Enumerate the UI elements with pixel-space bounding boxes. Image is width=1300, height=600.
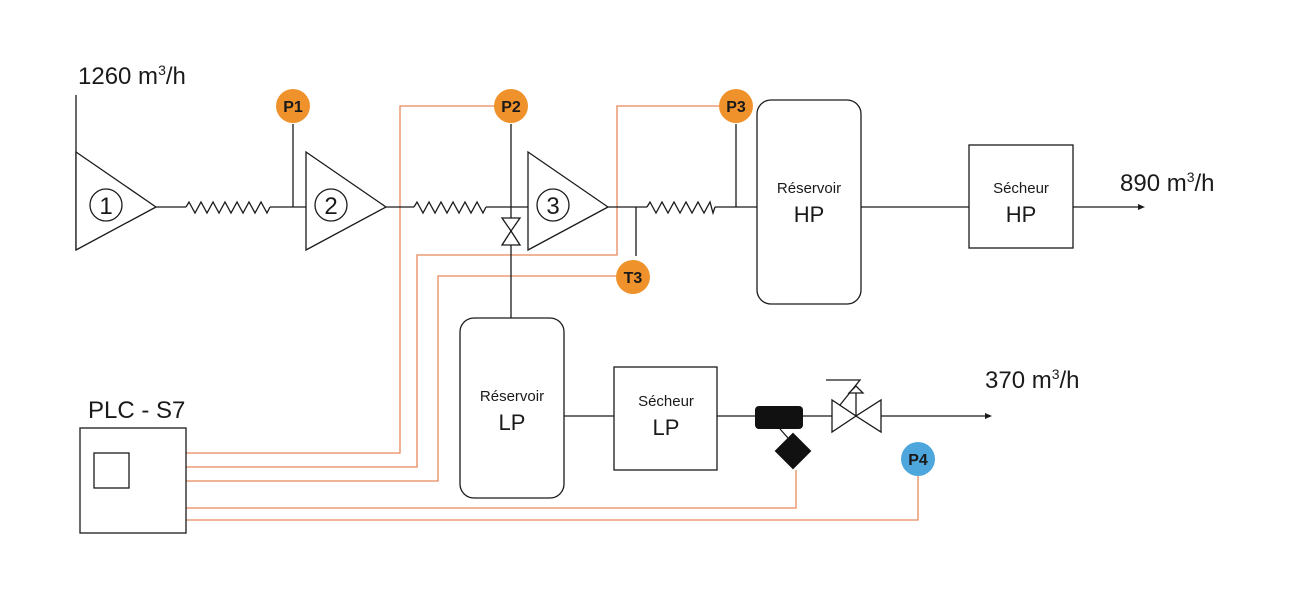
cooler-coil-1 [185, 200, 271, 215]
lp-outlet-arrow [985, 413, 992, 419]
hp-tank-type: HP [794, 202, 825, 227]
sensor-p3[interactable]: P3 [719, 89, 753, 123]
sensor-t3-label: T3 [624, 270, 643, 287]
sensor-p1-label: P1 [283, 99, 303, 116]
lp-tank-title: Réservoir [480, 388, 544, 405]
hp-dryer-type: HP [1006, 202, 1037, 227]
signal-wire-p3 [186, 105, 722, 468]
compressor-1-label: 1 [99, 193, 112, 220]
sensor-p3-badge [719, 89, 753, 123]
sensor-p2-label: P2 [501, 99, 521, 116]
compressor-2[interactable]: 2 [305, 150, 388, 252]
hp-dryer-title: Sécheur [993, 180, 1049, 197]
sensor-p1-badge [276, 89, 310, 123]
sensor-p2[interactable]: P2 [494, 89, 528, 123]
cooler-coil-3 [646, 200, 716, 216]
signal-wires [186, 105, 919, 521]
lp-dryer-title: Sécheur [638, 393, 694, 410]
sensor-p1[interactable]: P1 [276, 89, 310, 123]
sensor-p4-badge [901, 442, 935, 476]
flow-meter[interactable] [755, 406, 812, 470]
lp-tank-type: LP [499, 410, 526, 435]
hp-outlet-flow-label: 890 m3/h [1120, 169, 1215, 197]
lp-tank[interactable]: Réservoir LP [459, 317, 565, 499]
compressor-2-label: 2 [324, 193, 337, 220]
compressor-3-label: 3 [546, 193, 559, 220]
signal-wire-p2 [186, 105, 497, 454]
plc-label: PLC - S7 [88, 397, 185, 424]
sensor-t3-badge [616, 260, 650, 294]
plc-s7[interactable] [79, 427, 187, 534]
hp-outlet-arrow [1138, 204, 1145, 210]
compressor-1[interactable]: 1 [75, 150, 158, 252]
sensor-p4[interactable]: P4 [901, 442, 935, 476]
lp-outlet-flow-label: 370 m3/h [985, 366, 1080, 394]
sensor-p3-label: P3 [726, 99, 746, 116]
hp-dryer[interactable]: Sécheur HP [968, 144, 1074, 249]
plc-display [93, 452, 130, 489]
signal-wire-t3 [186, 275, 616, 482]
inlet-flow-label: 1260 m3/h [78, 62, 186, 90]
control-valve[interactable] [826, 379, 882, 434]
signal-wire-p4 [186, 476, 919, 521]
hp-tank[interactable]: Réservoir HP [756, 99, 862, 305]
sensor-t3[interactable]: T3 [616, 260, 650, 294]
lp-dryer[interactable]: Sécheur LP [613, 366, 718, 471]
signal-wire-valve [186, 470, 797, 509]
sensor-p4-label: P4 [908, 452, 928, 469]
cooler-coil-2 [413, 200, 487, 215]
compressor-3[interactable]: 3 [527, 150, 610, 252]
bypass-valve[interactable] [500, 217, 522, 246]
lp-dryer-type: LP [653, 415, 680, 440]
sensor-p2-badge [494, 89, 528, 123]
hp-tank-title: Réservoir [777, 180, 841, 197]
